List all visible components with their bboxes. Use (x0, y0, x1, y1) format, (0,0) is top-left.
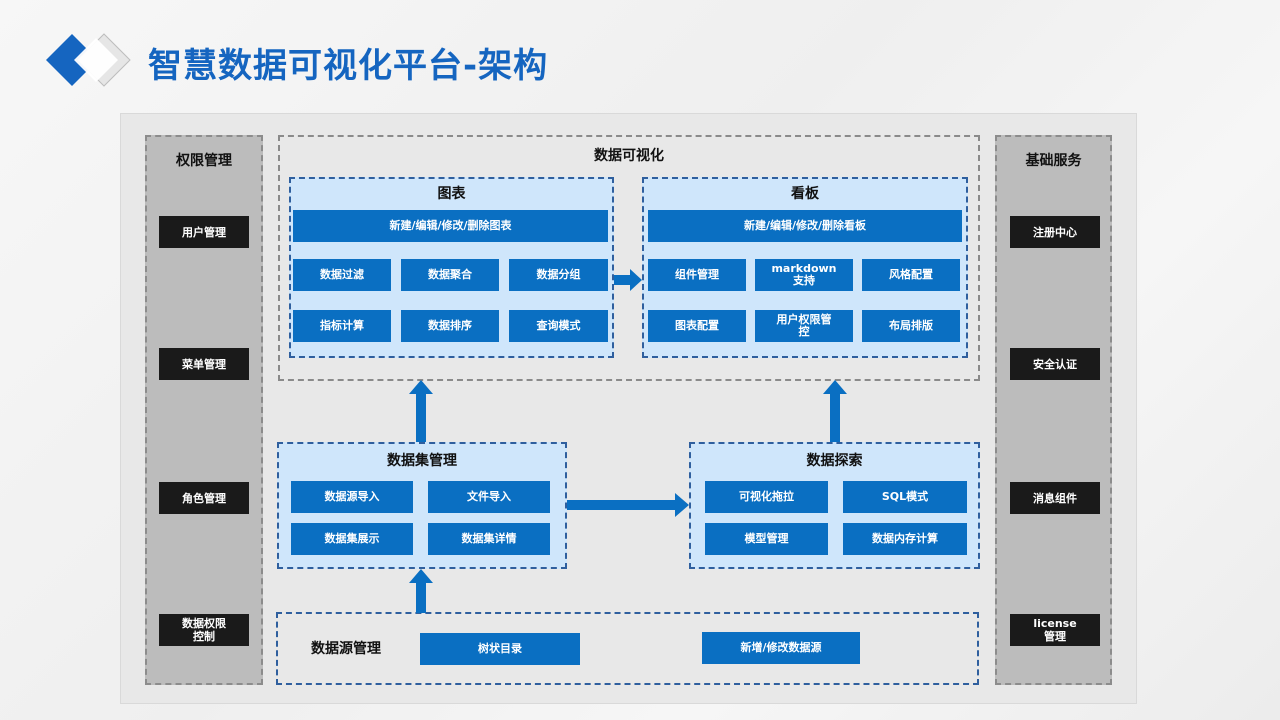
explore-memory: 数据内存计算 (843, 523, 967, 555)
chart-sort: 数据排序 (401, 310, 499, 342)
service-license: license 管理 (1010, 614, 1100, 646)
board-permission: 用户权限管 控 (755, 310, 853, 342)
service-message: 消息组件 (1010, 482, 1100, 514)
dataset-import-file: 文件导入 (428, 481, 550, 513)
permission-role: 角色管理 (159, 482, 249, 514)
explore-model: 模型管理 (705, 523, 828, 555)
board-components: 组件管理 (648, 259, 746, 291)
board-layout: 布局排版 (862, 310, 960, 342)
page-title: 智慧数据可视化平台-架构 (148, 46, 549, 86)
arrow-explore-to-viz (823, 380, 847, 442)
dataset-display: 数据集展示 (291, 523, 413, 555)
permission-menu: 菜单管理 (159, 348, 249, 380)
logo-icon (46, 33, 131, 87)
arrow-dataset-to-viz (409, 380, 433, 442)
service-auth: 安全认证 (1010, 348, 1100, 380)
explore-drag: 可视化拖拉 (705, 481, 828, 513)
permission-data: 数据权限 控制 (159, 614, 249, 646)
arrow-dataset-to-explore (567, 493, 689, 517)
chart-query-mode: 查询模式 (509, 310, 608, 342)
dataset-detail: 数据集详情 (428, 523, 550, 555)
service-registry: 注册中心 (1010, 216, 1100, 248)
board-crud: 新建/编辑/修改/删除看板 (648, 210, 962, 242)
permission-title: 权限管理 (176, 153, 232, 169)
arrow-source-to-dataset (409, 569, 433, 613)
chart-aggregate: 数据聚合 (401, 259, 499, 291)
explore-sql: SQL模式 (843, 481, 967, 513)
source-tree: 树状目录 (420, 633, 580, 665)
board-title: 看板 (791, 186, 819, 202)
dataset-title: 数据集管理 (387, 453, 457, 469)
explore-title: 数据探索 (806, 453, 863, 469)
chart-metric: 指标计算 (293, 310, 391, 342)
chart-group-by: 数据分组 (509, 259, 608, 291)
chart-crud: 新建/编辑/修改/删除图表 (293, 210, 608, 242)
visualization-title: 数据可视化 (594, 148, 664, 164)
board-chart-config: 图表配置 (648, 310, 746, 342)
visualization-group (278, 135, 980, 381)
board-style: 风格配置 (862, 259, 960, 291)
permission-user: 用户管理 (159, 216, 249, 248)
chart-filter: 数据过滤 (293, 259, 391, 291)
board-markdown: markdown 支持 (755, 259, 853, 291)
arrow-chart-to-board (614, 269, 642, 291)
dataset-import-source: 数据源导入 (291, 481, 413, 513)
source-title: 数据源管理 (311, 641, 381, 657)
service-title: 基础服务 (1025, 153, 1082, 169)
source-edit: 新增/修改数据源 (702, 632, 860, 664)
source-group (276, 612, 979, 685)
chart-title: 图表 (437, 186, 466, 202)
